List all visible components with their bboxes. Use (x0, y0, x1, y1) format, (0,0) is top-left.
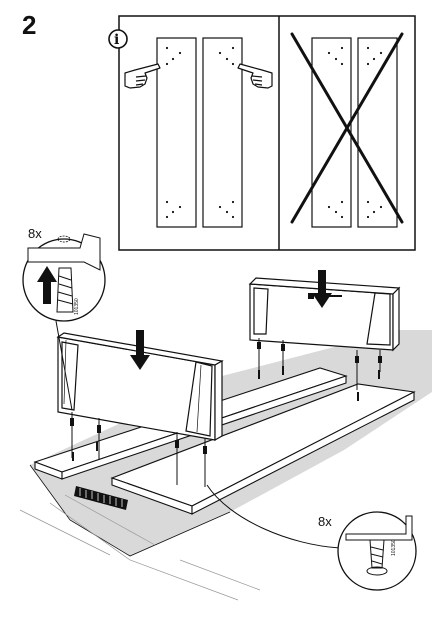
svg-text:101350: 101350 (391, 539, 397, 556)
quantity-label: 8x (318, 514, 332, 529)
correct-orientation (124, 37, 273, 228)
support-block (74, 486, 128, 510)
svg-text:i: i (114, 32, 119, 48)
pointing-hand-icon (124, 63, 161, 89)
cross-out-icon (290, 32, 404, 224)
info-icon: i (108, 29, 128, 49)
detail-bottom: 101350 8x (206, 484, 417, 591)
quantity-label: 8x (28, 226, 42, 241)
svg-text:101350: 101350 (74, 298, 80, 315)
dowel-icon: 101350 (56, 267, 80, 315)
pointing-hand-icon (237, 63, 273, 89)
down-arrow-icon (312, 270, 332, 308)
detail-top: 101350 8x (22, 226, 106, 411)
headboard-back (248, 277, 401, 352)
step-number: 2 (22, 10, 37, 40)
incorrect-orientation (290, 32, 404, 228)
down-arrow-icon (130, 330, 150, 370)
headboard-front (56, 332, 224, 442)
up-arrow-icon (37, 266, 57, 304)
info-panel: i (108, 15, 416, 251)
slat-right (110, 383, 416, 515)
